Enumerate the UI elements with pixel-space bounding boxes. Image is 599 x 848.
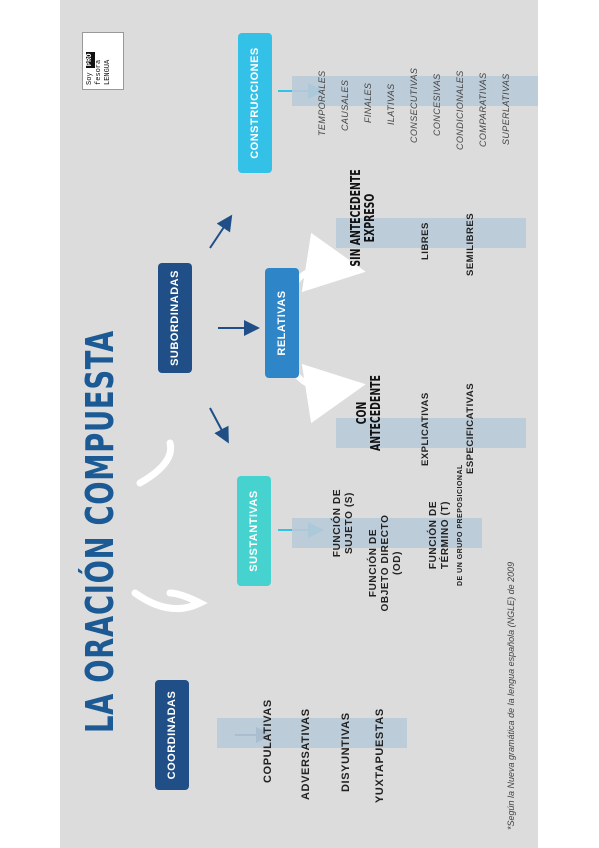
sustantivas-box: SUSTANTIVAS [237,476,271,586]
sin-antecedente-item-1: LIBRES [420,222,431,260]
construcciones-item-6: CONCESIVAS [432,73,442,136]
footnote: *Según la Nueva gramática de la lengua e… [506,561,516,830]
arrow-to-sustantivas [209,407,229,444]
construcciones-item-5: CONSECUTIVAS [409,67,419,143]
coordinadas-item-1: COPULATIVAS [262,699,274,783]
sustantivas-item-1: FUNCIÓN DE SUJETO (S) [332,488,355,558]
sustantivas-item-2: FUNCIÓN DE OBJETO DIRECTO (OD) [368,514,403,612]
infographic-card: LA ORACIÓN COMPUESTA Soy PRO fesora LENG… [60,0,538,848]
sustantivas-item-3: FUNCIÓN DE TÉRMINO (T) [428,500,451,570]
arrow-to-construcciones [209,214,233,249]
con-antecedente-heading: CON ANTECEDENTE [355,375,384,451]
logo-pro: PRO [86,51,95,69]
construcciones-item-1: TEMPORALES [317,70,327,136]
page-title: LA ORACIÓN COMPUESTA [78,330,122,733]
coordinadas-box: COORDINADAS [155,680,189,790]
construcciones-item-3: FINALES [363,82,373,123]
relativas-box: RELATIVAS [265,268,299,378]
construcciones-item-8: COMPARATIVAS [478,72,488,147]
con-antecedente-item-1: EXPLICATIVAS [420,392,431,466]
subordinadas-box: SUBORDINADAS [158,263,192,373]
sin-antecedente-item-2: SEMILIBRES [465,212,476,276]
construcciones-item-4: ILATIVAS [386,83,396,125]
white-curve-arrow-subordinadas [136,439,175,487]
construcciones-item-2: CAUSALES [340,79,350,131]
white-curve-arrow-coordinadas [131,589,208,613]
coordinadas-item-3: DISYUNTIVAS [340,712,352,792]
sustantivas-note: DE UN GRUPO PREPOSICIONAL [457,464,464,586]
con-antecedente-item-2: ESPECIFICATIVAS [465,382,476,474]
construcciones-item-7: CONDICIONALES [455,70,465,150]
construcciones-box: CONSTRUCCIONES [238,33,272,173]
white-curve-arrow-sin-antecedente [292,232,366,293]
coordinadas-item-4: YUXTAPUESTAS [374,708,386,803]
white-curve-arrow-con-antecedente [292,363,366,424]
coordinadas-item-2: ADVERSATIVAS [300,708,312,800]
logo-soy: Soy [86,72,94,85]
logo: Soy PRO fesora LENGUA [82,32,124,90]
diagram-stage: LA ORACIÓN COMPUESTA Soy PRO fesora LENG… [60,0,538,848]
construcciones-item-9: SUPERLATIVAS [501,73,511,145]
logo-fesora: fesora [95,59,103,85]
logo-lengua: LENGUA [104,59,112,85]
sin-antecedente-heading: SIN ANTECEDENTE EXPRESO [349,169,378,267]
